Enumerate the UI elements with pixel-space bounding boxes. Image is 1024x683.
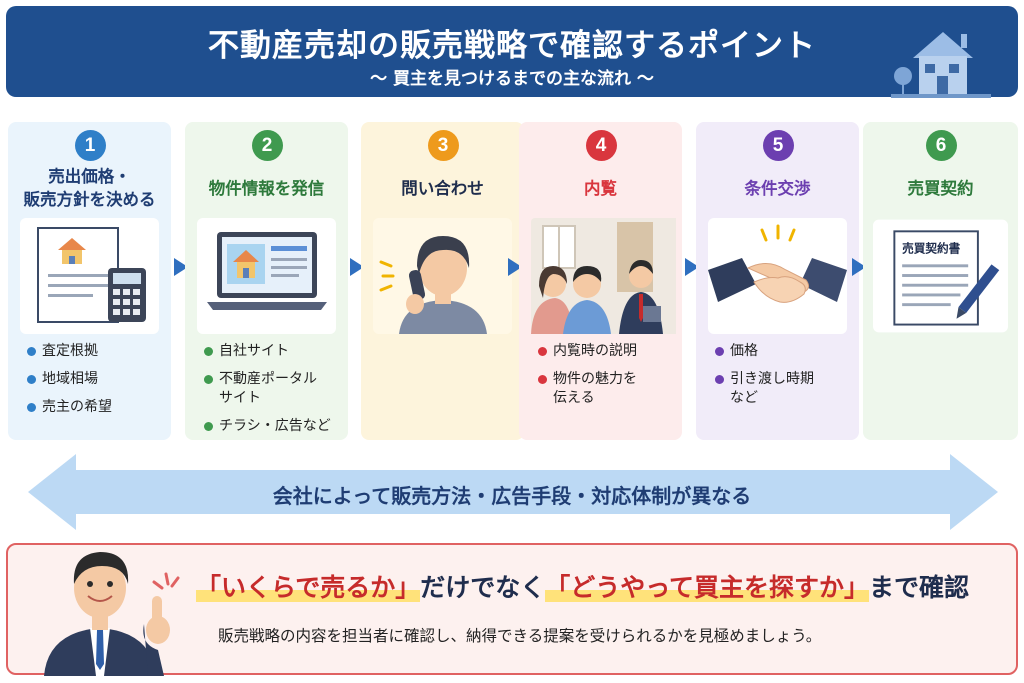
step-number: 4	[585, 130, 617, 161]
bullet-item: 物件の魅力を 伝える	[531, 370, 677, 408]
consultant-icon	[44, 552, 170, 676]
page-title: 不動産売却の販売戦略で確認するポイント	[208, 28, 816, 64]
phone-call-icon	[373, 218, 512, 334]
laptop-icon	[197, 218, 336, 334]
step-number: 3	[427, 130, 459, 161]
flow-arrow	[685, 258, 699, 276]
bullet-item: 内覧時の説明	[531, 342, 677, 361]
step-card-2: 2 物件情報を発信 自社サイト 不動産ポータル サイト チラシ・広告など	[185, 122, 348, 440]
bottom-sub-message: 販売戦略の内容を担当者に確認し、納得できる提案を受けられるかを見極めましょう。	[218, 627, 822, 645]
step-number: 2	[251, 130, 283, 161]
step-number: 1	[74, 130, 106, 161]
bottom-main-message: 「いくらで売るか」だけでなく「どうやって買主を探すか」まで確認	[196, 568, 969, 604]
bullet-item: 引き渡し時期 など	[708, 370, 854, 408]
double-arrow-banner	[28, 454, 998, 530]
bullet-item: 売主の希望	[20, 398, 166, 417]
page-subtitle: 〜 買主を見つけるまでの主な流れ 〜	[370, 69, 654, 89]
bullet-item: 査定根拠	[20, 342, 166, 361]
step-title: 物件情報を発信	[208, 178, 325, 198]
bullet-item: 価格	[708, 342, 854, 361]
spark-icon	[152, 572, 180, 590]
step-bullets: 自社サイト 不動産ポータル サイト チラシ・広告など	[197, 342, 343, 445]
contract-pen-icon: 売買契約書	[873, 219, 1008, 333]
viewing-icon	[531, 218, 676, 334]
handshake-icon	[708, 218, 847, 334]
bullet-item: 不動産ポータル サイト	[197, 370, 343, 408]
contract-doc-label: 売買契約書	[902, 242, 961, 256]
step-bullets: 査定根拠 地域相場 売主の希望	[20, 342, 166, 426]
step-card-5: 5 条件交渉 価格 引き渡し時期 など	[696, 122, 859, 440]
document-calculator-icon	[20, 218, 159, 334]
connector-text: だけでなく	[420, 573, 546, 602]
step-card-3: 3 問い合わせ	[361, 122, 524, 440]
flow-arrow	[508, 258, 522, 276]
bullet-item: 地域相場	[20, 370, 166, 389]
step-title: 条件交渉	[744, 178, 811, 198]
bullet-item: 自社サイト	[197, 342, 343, 361]
step-title: 売買契約	[907, 178, 974, 198]
step-number: 5	[762, 130, 794, 161]
flow-arrow	[174, 258, 188, 276]
step-bullets: 価格 引き渡し時期 など	[708, 342, 854, 417]
step-number: 6	[925, 130, 957, 161]
step-card-6: 6 売買契約 売買契約書	[863, 122, 1018, 440]
step-card-4: 4 内覧 内覧時の説明 物件の魅力を 伝える	[519, 122, 682, 440]
step-title: 問い合わせ	[401, 178, 484, 198]
header-banner: 不動産売却の販売戦略で確認するポイント 〜 買主を見つけるまでの主な流れ 〜	[6, 6, 1018, 98]
step-card-1: 1 売出価格・ 販売方針を決める 査定根拠 地域相場 売主の希望	[8, 122, 171, 440]
step-title: 売出価格・ 販売方針を決める	[23, 167, 156, 209]
calculator-icon	[108, 268, 146, 322]
bullet-item: チラシ・広告など	[197, 417, 343, 436]
bottom-callout	[6, 543, 1018, 675]
closing-text: まで確認	[869, 573, 970, 602]
step-title: 内覧	[584, 178, 617, 198]
banner-text: 会社によって販売方法・広告手段・対応体制が異なる	[272, 484, 752, 508]
flow-arrow	[852, 258, 866, 276]
emphasis-price: 「いくらで売るか」	[196, 573, 421, 602]
step-bullets: 内覧時の説明 物件の魅力を 伝える	[531, 342, 677, 417]
flow-arrow	[350, 258, 364, 276]
emphasis-buyer: 「どうやって買主を探すか」	[545, 573, 870, 602]
house-icon	[891, 32, 991, 98]
